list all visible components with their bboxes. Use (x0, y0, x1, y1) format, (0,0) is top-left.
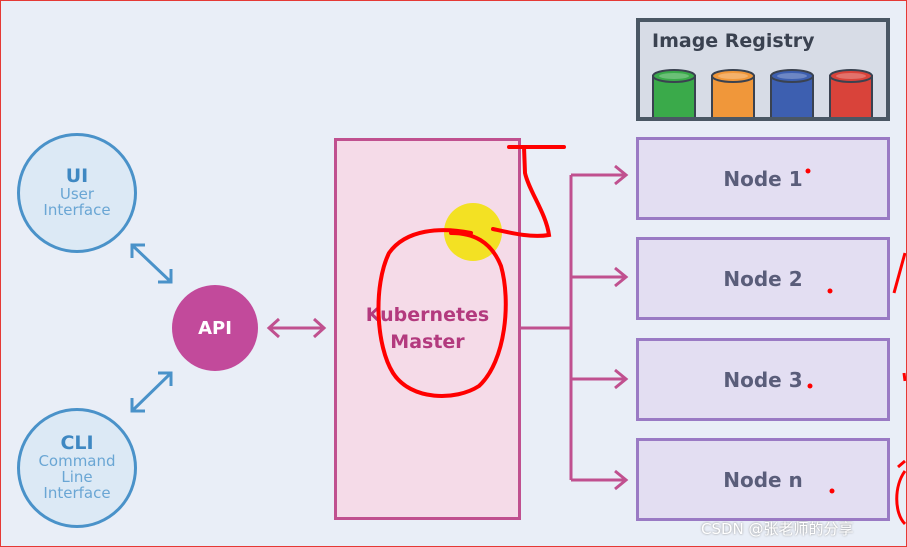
ui-line2: Interface (43, 200, 111, 219)
cli-line3: Interface (43, 483, 111, 502)
csdn-watermark: CSDN @张老师的分享 (701, 520, 854, 538)
ui-circle: UI User Interface (17, 133, 137, 253)
registry-cylinder-orange (711, 69, 755, 117)
cli-api-arrow (130, 371, 173, 413)
cli-line2: Line (61, 468, 93, 487)
registry-cylinder-blue (770, 69, 814, 117)
node-1-box: Node 1 (636, 137, 890, 220)
master-nodes-arrows (521, 164, 629, 491)
annotation-dot-node2 (827, 288, 833, 294)
registry-title: Image Registry (652, 30, 815, 52)
annotation-mark-right-3 (895, 459, 906, 526)
annotation-circle-master (376, 228, 508, 398)
node-n-box: Node n (636, 438, 890, 521)
api-circle: API (172, 285, 258, 371)
master-line2: Master (390, 331, 465, 353)
ui-title: UI (65, 165, 89, 188)
cli-line1: Command (38, 452, 116, 471)
node-3-box: Node 3 (636, 338, 890, 421)
image-registry-box: Image Registry (636, 18, 890, 121)
api-label: API (198, 317, 232, 339)
node-2-box: Node 2 (636, 237, 890, 320)
annotation-mark-right-2 (902, 372, 906, 382)
registry-cylinder-green (652, 69, 696, 117)
node-3-label: Node 3 (723, 367, 803, 392)
master-line1: Kubernetes (365, 304, 490, 327)
annotation-dot-noden (829, 488, 835, 494)
annotation-scribble-top (491, 145, 566, 238)
registry-cylinders (652, 69, 873, 117)
annotation-dot-node1 (805, 168, 811, 174)
ui-line1: User (59, 185, 95, 204)
node-2-label: Node 2 (723, 266, 803, 291)
node-1-label: Node 1 (723, 166, 803, 191)
api-master-arrow (266, 317, 327, 339)
annotation-mark-right-1 (892, 252, 906, 294)
ui-api-arrow (130, 243, 173, 284)
cli-title: CLI (60, 432, 94, 455)
kubernetes-master-box: Kubernetes Master (334, 138, 521, 520)
registry-cylinder-red (829, 69, 873, 117)
node-n-label: Node n (723, 467, 803, 492)
annotation-dot-node3 (807, 383, 813, 389)
cli-circle: CLI Command Line Interface (17, 408, 137, 528)
